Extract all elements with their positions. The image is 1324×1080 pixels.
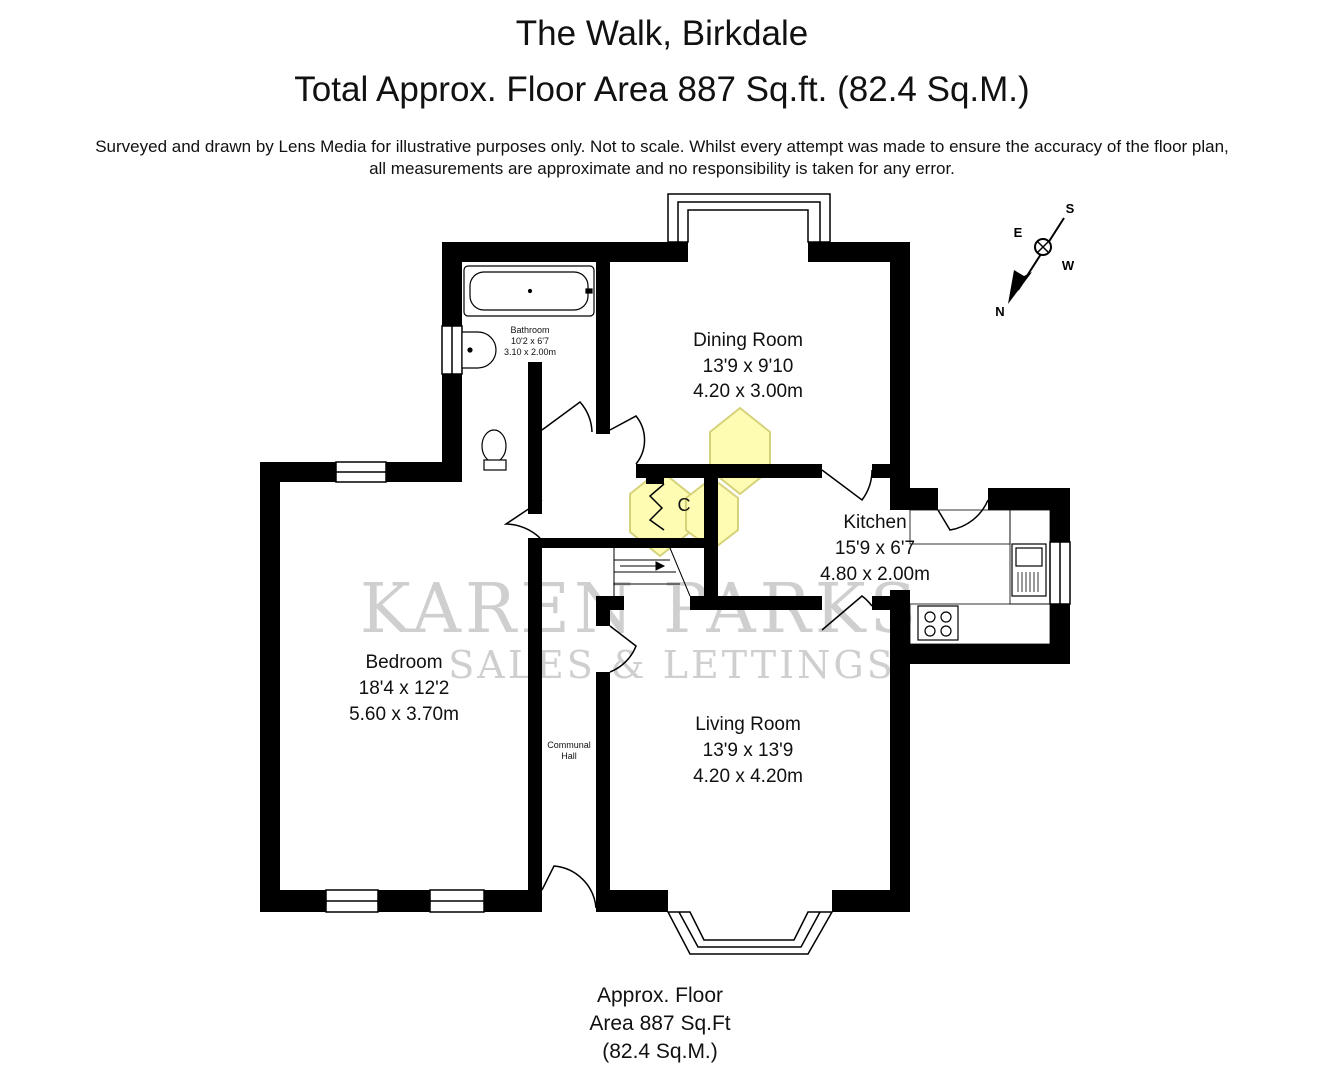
wall-cupboard-top: [646, 470, 664, 484]
plan-subtitle: Total Approx. Floor Area 887 Sq.ft. (82.…: [294, 70, 1030, 109]
compass-west: W: [1062, 258, 1075, 273]
disclaimer: Surveyed and drawn by Lens Media for ill…: [0, 136, 1324, 180]
room-label-communal-hall: Communal Hall: [547, 740, 591, 761]
wall-bedroom-left: [260, 462, 280, 912]
compass-south: S: [1066, 201, 1075, 216]
wall-living-bottom-left: [596, 890, 668, 912]
kitchen-drainer: [1017, 572, 1039, 592]
bedroom-metric: 5.60 x 3.70m: [349, 704, 459, 725]
kitchen-metric: 4.80 x 2.00m: [820, 564, 930, 585]
room-label-bedroom: Bedroom 18'4 x 12'2 5.60 x 3.70m: [349, 652, 459, 725]
compass-east: E: [1014, 225, 1023, 240]
door-bedroom: [503, 499, 543, 539]
door-living: [609, 625, 637, 673]
room-label-kitchen: Kitchen 15'9 x 6'7 4.80 x 2.00m: [820, 512, 930, 585]
wall-bedroom-bottom-1: [260, 890, 326, 912]
window-dining-bay: [667, 193, 831, 243]
toilet-cistern: [483, 459, 507, 471]
living-room-name: Living Room: [695, 714, 801, 735]
door-living-kitchen: [821, 595, 873, 631]
wall-living-right: [890, 596, 910, 912]
floor-area-footer: Approx. Floor Area 887 Sq.Ft (82.4 Sq.M.…: [560, 982, 760, 1066]
compass: S E W N: [995, 201, 1075, 319]
room-label-bathroom: Bathroom 10'2 x 6'7 3.10 x 2.00m: [504, 325, 556, 357]
wall-cupboard-right: [704, 464, 718, 604]
door-kitchen: [937, 499, 989, 531]
wall-bathroom-inner: [528, 362, 542, 514]
communal-hall-line-1: Communal: [547, 740, 591, 750]
wall-hall-left: [528, 538, 542, 912]
cupboard-label: C: [678, 495, 691, 515]
door-communal: [541, 865, 597, 909]
walls: [260, 242, 1070, 912]
wall-dining-right: [890, 242, 910, 510]
bathroom-name: Bathroom: [510, 325, 549, 335]
bathroom-imperial: 10'2 x 6'7: [511, 336, 549, 346]
fixtures: [461, 265, 1051, 645]
wall-cupboard-bottom: [596, 538, 718, 548]
room-label-dining: Dining Room 13'9 x 9'10 4.20 x 3.00m: [693, 330, 803, 402]
compass-north: N: [995, 304, 1004, 319]
dining-room-name: Dining Room: [693, 330, 803, 351]
stairs: [613, 547, 691, 597]
wall-bedroom-bottom-2: [378, 890, 430, 912]
bathroom-metric: 3.10 x 2.00m: [504, 347, 556, 357]
wall-kitchen-bottom: [890, 644, 1070, 664]
wall-bathroom-top: [442, 242, 610, 262]
windows: [325, 193, 1071, 955]
door-dining-kitchen: [821, 469, 873, 502]
room-label-living: Living Room 13'9 x 13'9 4.20 x 4.20m: [693, 714, 803, 787]
watermark-line-1: KAREN PARKS: [360, 570, 920, 649]
footer-line-2: Area 887 Sq.Ft: [589, 1012, 731, 1035]
dining-room-imperial: 13'9 x 9'10: [703, 356, 794, 377]
kitchen-counter-bottom: [909, 603, 1051, 645]
plan-title: The Walk, Birkdale: [515, 14, 809, 53]
toilet: [481, 429, 507, 463]
kitchen-sink-bowl: [1015, 547, 1043, 567]
footer-line-1: Approx. Floor: [596, 984, 724, 1007]
kitchen-hob: [917, 605, 959, 641]
wall-kitchen-top-right: [988, 488, 1070, 510]
communal-hall-line-2: Hall: [561, 751, 577, 761]
wall-living-bottom-right: [832, 890, 910, 912]
bathroom-sink: [461, 331, 497, 369]
door-bathroom: [541, 400, 593, 433]
living-room-metric: 4.20 x 4.20m: [693, 766, 803, 787]
door-dining: [609, 415, 646, 465]
kitchen-name: Kitchen: [843, 512, 906, 533]
wall-dining-top-left: [596, 242, 688, 262]
wall-hall-top: [528, 538, 610, 548]
wall-bedroom-top-right: [386, 462, 462, 482]
disclaimer-line-1: Surveyed and drawn by Lens Media for ill…: [95, 137, 1229, 156]
disclaimer-line-2: all measurements are approximate and no …: [369, 159, 955, 178]
wall-kitchen-top-left: [890, 488, 938, 510]
kitchen-imperial: 15'9 x 6'7: [835, 538, 915, 559]
living-room-imperial: 13'9 x 13'9: [703, 740, 794, 761]
wall-dining-bottom: [636, 464, 822, 478]
wall-bedroom-top-left: [260, 462, 336, 482]
dining-room-metric: 4.20 x 3.00m: [693, 381, 803, 402]
wall-dining-top-right: [808, 242, 910, 262]
watermark-line-2: SALES & LETTINGS: [448, 643, 895, 687]
wall-bathroom-right: [596, 242, 610, 434]
door-cupboard: [648, 483, 665, 531]
logo-hexagon-top: [709, 406, 771, 496]
bedroom-imperial: 18'4 x 12'2: [359, 678, 450, 699]
compass-north-arrow-icon: [1008, 270, 1032, 304]
doors: [503, 400, 989, 909]
wall-living-top: [690, 596, 822, 610]
wall-dining-bottom-right: [872, 464, 910, 478]
window-living-bay: [666, 911, 834, 955]
bedroom-name: Bedroom: [365, 652, 442, 673]
wall-bedroom-bottom-3: [484, 890, 542, 912]
wall-hall-right: [596, 672, 610, 892]
wall-living-top-corner: [596, 596, 610, 626]
footer-line-3: (82.4 Sq.M.): [602, 1040, 718, 1063]
